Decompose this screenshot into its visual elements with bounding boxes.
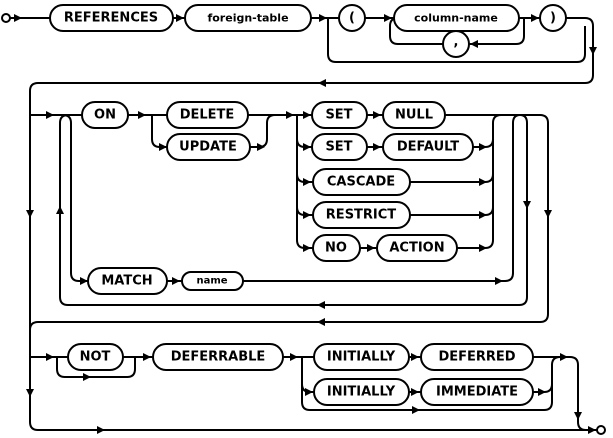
node-action: ACTION bbox=[376, 234, 458, 262]
node-label: ( bbox=[349, 11, 355, 26]
node-label: NULL bbox=[395, 108, 433, 123]
node-label: ) bbox=[550, 11, 556, 26]
node-initially-deferred-initially: INITIALLY bbox=[313, 343, 410, 371]
node-default: DEFAULT bbox=[382, 133, 474, 161]
node-label: INITIALLY bbox=[327, 350, 396, 365]
node-comma: , bbox=[442, 30, 470, 58]
node-label: RESTRICT bbox=[326, 208, 397, 223]
node-delete: DELETE bbox=[166, 101, 249, 129]
node-set-default-set: SET bbox=[311, 133, 368, 161]
node-close-paren: ) bbox=[539, 4, 567, 32]
node-foreign-table: foreign-table bbox=[184, 4, 312, 32]
node-name: name bbox=[181, 271, 244, 291]
arrowheads bbox=[14, 14, 597, 434]
node-update: UPDATE bbox=[166, 133, 251, 161]
node-restrict: RESTRICT bbox=[312, 201, 411, 229]
node-label: ACTION bbox=[389, 241, 444, 256]
node-label: INITIALLY bbox=[327, 385, 396, 400]
node-cascade: CASCADE bbox=[312, 168, 411, 196]
node-label: NO bbox=[325, 241, 347, 256]
node-label: , bbox=[454, 35, 459, 50]
node-references: REFERENCES bbox=[49, 4, 174, 32]
node-label: IMMEDIATE bbox=[436, 385, 518, 400]
node-set-null-set: SET bbox=[311, 101, 368, 129]
node-label: foreign-table bbox=[207, 12, 288, 25]
node-no: NO bbox=[312, 234, 361, 262]
node-label: DELETE bbox=[180, 108, 235, 123]
node-initially-immediate-initially: INITIALLY bbox=[313, 378, 410, 406]
node-label: column-name bbox=[414, 12, 498, 25]
node-deferrable: DEFERRABLE bbox=[152, 343, 284, 371]
node-column-name: column-name bbox=[393, 4, 520, 32]
node-label: SET bbox=[325, 108, 352, 123]
node-label: DEFERRED bbox=[438, 350, 515, 365]
node-label: MATCH bbox=[101, 274, 152, 289]
node-not: NOT bbox=[67, 343, 124, 371]
node-label: DEFAULT bbox=[397, 140, 459, 155]
node-label: NOT bbox=[80, 350, 111, 365]
node-match: MATCH bbox=[87, 267, 168, 295]
node-label: REFERENCES bbox=[64, 11, 158, 26]
node-on: ON bbox=[81, 101, 129, 129]
node-null: NULL bbox=[382, 101, 446, 129]
node-immediate: IMMEDIATE bbox=[420, 378, 534, 406]
start-terminal bbox=[1, 13, 11, 23]
node-label: name bbox=[196, 276, 227, 287]
node-deferred: DEFERRED bbox=[420, 343, 534, 371]
node-label: ON bbox=[94, 108, 116, 123]
node-label: DEFERRABLE bbox=[171, 350, 266, 365]
node-label: SET bbox=[325, 140, 352, 155]
connector-lines bbox=[10, 17, 597, 431]
node-label: UPDATE bbox=[179, 140, 237, 155]
node-label: CASCADE bbox=[327, 175, 395, 190]
end-terminal bbox=[596, 425, 606, 435]
node-open-paren: ( bbox=[338, 4, 366, 32]
